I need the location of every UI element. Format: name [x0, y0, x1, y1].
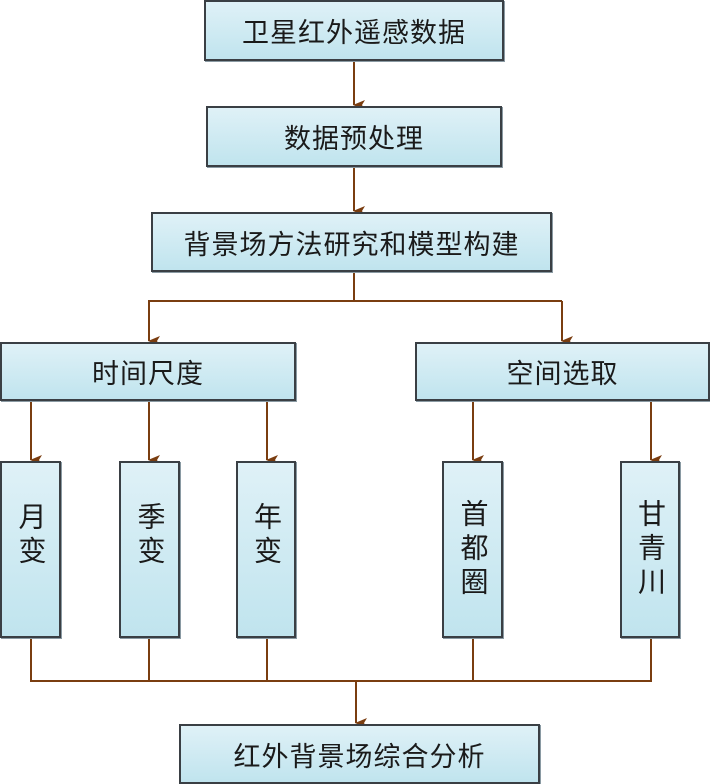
node-satellite-data: 卫星红外遥感数据: [204, 0, 504, 61]
node-label: 卫星红外遥感数据: [242, 18, 466, 49]
node-label: 时间尺度: [92, 359, 204, 390]
node-label: 红外背景场综合分析: [233, 741, 486, 773]
node-label: 背景场方法研究和模型构建: [183, 229, 520, 261]
node-label: 空间选取: [506, 359, 619, 390]
node-label: 数据预处理: [284, 124, 424, 155]
node-label: 年变: [250, 501, 283, 570]
node-space-selection: 空间选取: [415, 342, 710, 401]
node-preprocessing: 数据预处理: [206, 106, 502, 167]
node-gansu-qinghai-sichuan: 甘青川: [620, 461, 680, 638]
node-label: 首都圈: [456, 498, 490, 601]
node-seasonal: 季变: [119, 461, 180, 638]
node-label: 甘青川: [634, 498, 667, 601]
node-time-scale: 时间尺度: [0, 342, 296, 401]
node-capital-region: 首都圈: [442, 461, 503, 638]
node-analysis: 红外背景场综合分析: [179, 724, 540, 784]
node-method-model: 背景场方法研究和模型构建: [151, 212, 552, 272]
node-annual: 年变: [236, 461, 296, 638]
node-label: 月变: [14, 501, 48, 570]
node-monthly: 月变: [0, 461, 61, 638]
node-label: 季变: [133, 501, 167, 570]
